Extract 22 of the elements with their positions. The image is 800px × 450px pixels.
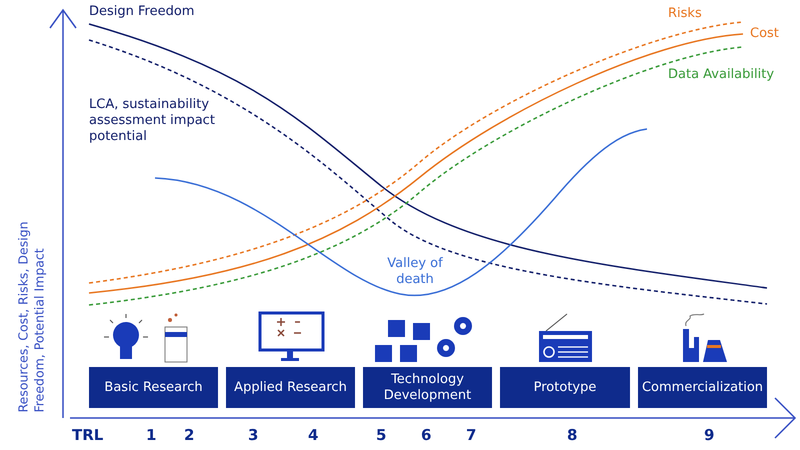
tick-label: 8 <box>567 427 578 443</box>
curve-label: Design Freedom <box>89 4 194 20</box>
tick-label: 6 <box>421 427 432 443</box>
tick-label: 7 <box>466 427 476 443</box>
stage-box: Basic Research <box>89 367 218 408</box>
tick-label: 1 <box>146 427 156 443</box>
tick-label: 2 <box>184 427 194 443</box>
stage-box: Commercialization <box>638 367 767 408</box>
stage-box: Applied Research <box>226 367 355 408</box>
curve-label: Risks <box>668 6 702 22</box>
tick-label: 4 <box>308 427 318 443</box>
stage-box: Prototype <box>500 367 630 408</box>
curve-label: Valley of death <box>386 256 444 288</box>
axis-title: Resources, Cost, Risks, Design Freedom, Potential Impact <box>16 220 48 412</box>
tick-label: 3 <box>248 427 258 443</box>
axis-label: TRL <box>72 427 104 443</box>
curve-label: Cost <box>750 26 779 42</box>
curve-label: LCA, sustainability assessment impact potential <box>89 97 216 145</box>
tick-label: 9 <box>704 427 714 443</box>
curve-label: Data Availability <box>668 67 774 83</box>
tick-label: 5 <box>376 427 386 443</box>
stage-box: Technology Development <box>363 367 492 408</box>
